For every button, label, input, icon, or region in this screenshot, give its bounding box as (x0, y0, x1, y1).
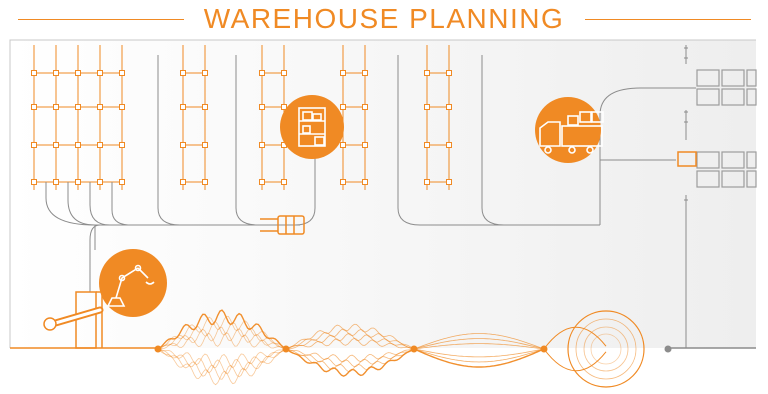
rack-node (446, 142, 452, 148)
rack-node (31, 70, 37, 76)
wave-line (285, 348, 415, 368)
rack-node (119, 142, 125, 148)
wave-line (413, 348, 545, 368)
flow-node (154, 345, 162, 353)
dock-box-highlight (677, 151, 697, 167)
flow-node (282, 345, 290, 353)
shelving-icon (280, 95, 344, 159)
rack-node (259, 70, 265, 76)
flow-nodes (154, 345, 672, 353)
conveyor-lines (45, 45, 696, 348)
rack-node (340, 142, 346, 148)
wave-line (413, 343, 545, 350)
wave-line (413, 338, 545, 350)
rack-node (281, 70, 287, 76)
title-rule-left (18, 19, 184, 20)
rack-node (281, 179, 287, 185)
rack-node (340, 104, 346, 110)
rack-node (53, 142, 59, 148)
rack-node (362, 70, 368, 76)
wave-line (413, 348, 545, 358)
rack-node (75, 179, 81, 185)
lever-icon (43, 306, 104, 331)
rack-node (362, 104, 368, 110)
flow-node (410, 345, 418, 353)
rack-node (202, 104, 208, 110)
rack-node (202, 179, 208, 185)
rack-node (424, 142, 430, 148)
rack-node (119, 104, 125, 110)
rack-node (362, 179, 368, 185)
page-title: WAREHOUSE PLANNING (203, 3, 565, 34)
rack-node (281, 104, 287, 110)
flow-node (540, 345, 548, 353)
rack-node (340, 179, 346, 185)
title-banner: WAREHOUSE PLANNING (0, 0, 768, 40)
rack-node (97, 104, 103, 110)
rack-grid (31, 45, 452, 190)
rack-node (97, 142, 103, 148)
rack-node (259, 179, 265, 185)
wave-line (157, 309, 287, 350)
rack-node (259, 104, 265, 110)
rack-node (446, 104, 452, 110)
rack-node (180, 70, 186, 76)
wave-line (157, 348, 287, 386)
wave-line (285, 333, 415, 350)
flow-waves (157, 309, 607, 386)
rack-node (202, 142, 208, 148)
wave-line (157, 326, 287, 350)
spiral-target (567, 310, 645, 388)
rack-node (180, 104, 186, 110)
wave-line (157, 348, 287, 380)
wave-line (413, 333, 545, 350)
title-rule-right (585, 19, 751, 20)
wave-line (285, 323, 415, 350)
flow-node-end (664, 345, 672, 353)
rack-node (119, 70, 125, 76)
wave-line (413, 348, 545, 363)
robot-arm-icon (99, 249, 167, 317)
rack-node (31, 179, 37, 185)
rack-node (340, 70, 346, 76)
rack-node (202, 70, 208, 76)
wave-line (285, 337, 415, 350)
dock-boxes (696, 69, 757, 188)
rack-node (75, 142, 81, 148)
wave-line (157, 348, 287, 369)
rack-node (424, 70, 430, 76)
diagram-frame (9, 39, 756, 348)
wave-line (285, 348, 415, 363)
rack-node (53, 70, 59, 76)
wave-line (285, 328, 415, 350)
wave-line (157, 331, 287, 350)
rack-node (362, 142, 368, 148)
wave-line (285, 348, 415, 377)
rack-node (446, 179, 452, 185)
rack-node (119, 179, 125, 185)
forklift-icon (260, 215, 305, 235)
rack-node (446, 70, 452, 76)
wave-line (157, 315, 287, 350)
rack-node (75, 104, 81, 110)
rack-node (180, 142, 186, 148)
truck-loading-icon (535, 97, 604, 163)
rack-node (53, 179, 59, 185)
rack-node (97, 179, 103, 185)
rack-node (259, 142, 265, 148)
rack-node (31, 104, 37, 110)
rack-node (97, 70, 103, 76)
rack-node (75, 70, 81, 76)
wave-line (543, 348, 607, 372)
rack-node (424, 104, 430, 110)
rack-node (53, 104, 59, 110)
rack-node (31, 142, 37, 148)
rack-node (180, 179, 186, 185)
rack-node (424, 179, 430, 185)
gray-ticks (684, 47, 688, 201)
wave-line (157, 348, 287, 375)
